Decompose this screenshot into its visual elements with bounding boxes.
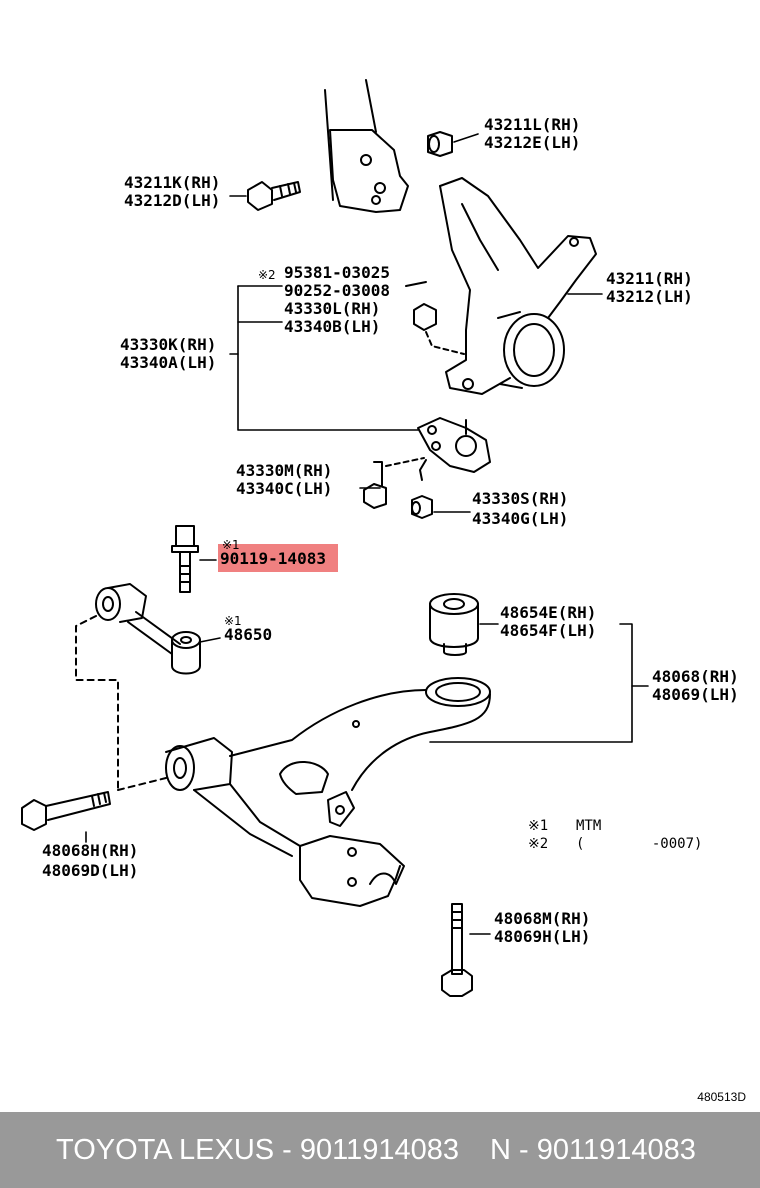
label-43330l[interactable]: 43330L(RH) <box>284 299 381 318</box>
label-90252[interactable]: 90252-03008 <box>284 281 390 300</box>
label-43211k[interactable]: 43211K(RH) <box>124 173 221 192</box>
knuckle-drawing <box>439 177 597 395</box>
castle-nut-drawing <box>405 281 465 355</box>
label-48069h[interactable]: 48069H(LH) <box>494 927 591 946</box>
label-43340c[interactable]: 43340C(LH) <box>236 479 333 498</box>
label-48068m[interactable]: 48068M(RH) <box>494 909 591 928</box>
label-48654f[interactable]: 48654F(LH) <box>500 621 597 640</box>
label-43212e[interactable]: 43212E(LH) <box>484 133 581 152</box>
bolt-90119-drawing <box>171 525 199 593</box>
dashed-links-drawing <box>75 615 167 791</box>
label-43330m[interactable]: 43330M(RH) <box>236 461 333 480</box>
nut-43211l-drawing <box>427 131 453 157</box>
diagram-code: 480513D <box>697 1090 746 1104</box>
label-48654e[interactable]: 48654E(RH) <box>500 603 597 622</box>
note2-mark: ※2 <box>258 268 276 282</box>
label-48069[interactable]: 48069(LH) <box>652 685 739 704</box>
ball-joint-drawing <box>385 417 491 481</box>
footer-right-text: N - 9011914083 <box>490 1134 696 1166</box>
footer-left-text: TOYOTA LEXUS - 9011914083 <box>56 1134 460 1166</box>
footer-bar: TOYOTA LEXUS - 9011914083 N - 9011914083 <box>0 1112 760 1188</box>
label-43340g[interactable]: 43340G(LH) <box>472 509 569 528</box>
leader-lines <box>85 133 649 935</box>
bolt-43211k-drawing <box>247 181 301 211</box>
parts-diagram: 43211L(RH) 43212E(LH) 43211K(RH) 43212D(… <box>21 79 746 1104</box>
label-43340b[interactable]: 43340B(LH) <box>284 317 381 336</box>
rod-48650-drawing <box>95 583 201 675</box>
label-48068[interactable]: 48068(RH) <box>652 667 739 686</box>
label-95381[interactable]: 95381-03025 <box>284 263 390 282</box>
label-43340a[interactable]: 43340A(LH) <box>120 353 217 372</box>
lower-arm-drawing <box>165 677 491 907</box>
label-43212d[interactable]: 43212D(LH) <box>124 191 221 210</box>
bolt-48068h-drawing <box>21 791 111 831</box>
diagram-drawing <box>21 79 649 997</box>
label-43330k[interactable]: 43330K(RH) <box>120 335 217 354</box>
note1-legend-mark: ※1 <box>528 818 549 834</box>
label-43211l[interactable]: 43211L(RH) <box>484 115 581 134</box>
part-highlight-box <box>218 544 338 572</box>
label-90119-14083[interactable]: 90119-14083 <box>220 549 326 568</box>
label-43330s[interactable]: 43330S(RH) <box>472 489 569 508</box>
note1-mark-a: ※1 <box>222 538 240 552</box>
label-48068h[interactable]: 48068H(RH) <box>42 841 139 860</box>
bolt-48068m-drawing <box>441 903 473 997</box>
label-48069d[interactable]: 48069D(LH) <box>42 861 139 880</box>
label-48650[interactable]: 48650 <box>224 625 273 644</box>
label-43212[interactable]: 43212(LH) <box>606 287 693 306</box>
note1-mark-b: ※1 <box>224 614 242 628</box>
note2-legend-mark: ※2 <box>528 836 549 852</box>
strut-drawing <box>324 79 409 213</box>
bushing-48654e-drawing <box>429 593 479 656</box>
label-43211[interactable]: 43211(RH) <box>606 269 693 288</box>
nut-43330s-drawing <box>411 495 433 519</box>
note2-legend-text: ( -0007) <box>576 836 703 852</box>
note1-legend-text: MTM <box>576 818 602 834</box>
bolt-43330m-drawing <box>363 461 387 509</box>
